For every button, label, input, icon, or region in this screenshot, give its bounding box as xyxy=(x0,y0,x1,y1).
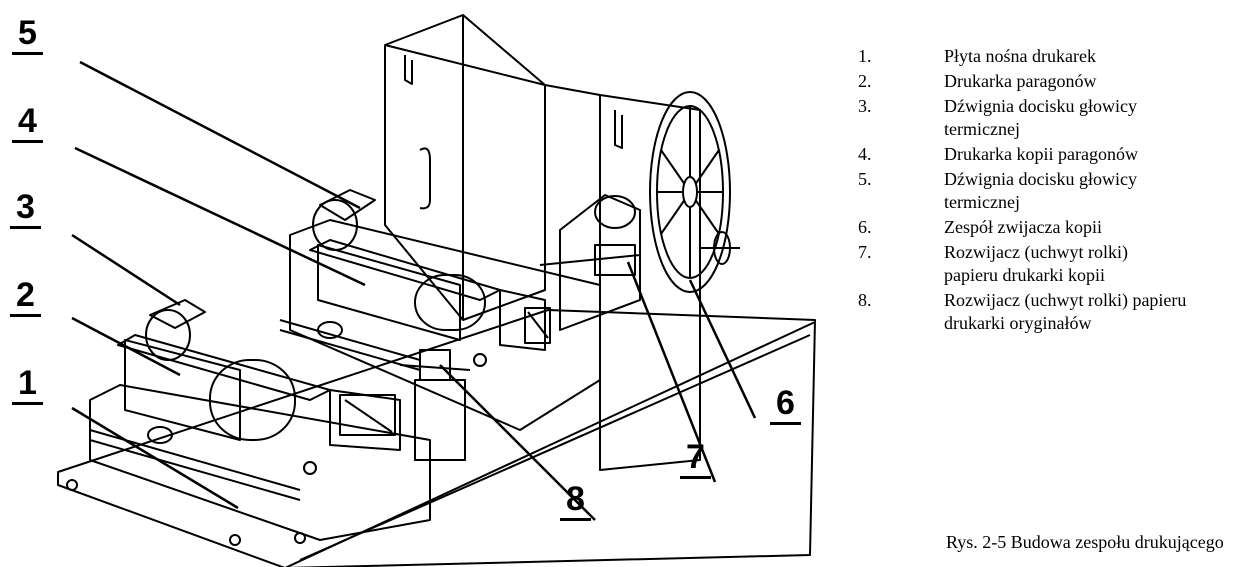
legend-text: Zespół zwijacza kopii xyxy=(944,217,1102,237)
callout-6: 6 xyxy=(770,386,801,425)
legend-number: 4. xyxy=(858,144,872,164)
leader-5 xyxy=(79,60,361,210)
callout-7: 7 xyxy=(680,440,711,479)
legend-item: 7. Rozwijacz (uchwyt rolki) papieru druka… xyxy=(858,240,1244,288)
figure-caption: Rys. 2-5 Budowa zespołu drukującego xyxy=(946,532,1224,552)
lever-5 xyxy=(319,189,376,221)
callout-8: 8 xyxy=(560,482,591,521)
legend-item: 2. Drukarka paragonów xyxy=(858,69,1244,94)
legend-number: 5. xyxy=(858,169,872,189)
roll-holder-7 xyxy=(539,244,641,276)
legend-item: 6. Zespół zwijacza kopii xyxy=(858,215,1244,240)
legend-text: Drukarka paragonów xyxy=(944,71,1097,91)
leader-4 xyxy=(74,146,366,287)
legend-item: 3. Dźwignia docisku głowicy termicznej xyxy=(858,94,1244,142)
callout-5: 5 xyxy=(12,16,43,55)
legend-text: Drukarka kopii paragonów xyxy=(944,144,1138,164)
legend-item: 5. Dźwignia docisku głowicy termicznej xyxy=(858,167,1244,215)
legend-number: 3. xyxy=(858,96,872,116)
lever-3 xyxy=(149,299,206,329)
leader-6 xyxy=(688,279,757,419)
legend-item: 1. Płyta nośna drukarek xyxy=(858,44,1244,69)
leader-2 xyxy=(71,316,181,377)
copy-printer xyxy=(279,219,601,431)
roll-holder-8 xyxy=(399,349,471,381)
legend-text: Dźwignia docisku głowicy termicznej xyxy=(944,169,1137,212)
legend-number: 6. xyxy=(858,217,872,237)
legend-number: 2. xyxy=(858,71,872,91)
callout-3: 3 xyxy=(10,190,41,229)
legend-text: Płyta nośna drukarek xyxy=(944,46,1096,66)
leader-8 xyxy=(439,364,596,521)
callout-4: 4 xyxy=(12,104,43,143)
legend-number: 8. xyxy=(858,290,872,310)
legend-text: Rozwijacz (uchwyt rolki) papieru drukark… xyxy=(944,242,1128,285)
callout-2: 2 xyxy=(10,278,41,317)
legend-number: 7. xyxy=(858,242,872,262)
legend-text: Rozwijacz (uchwyt rolki) papieru drukark… xyxy=(944,290,1187,333)
legend-number: 1. xyxy=(858,46,872,66)
parts-legend: 1. Płyta nośna drukarek 2. Drukarka parago… xyxy=(858,44,1244,336)
leader-3 xyxy=(71,233,181,307)
base-plate xyxy=(57,309,816,567)
leader-7 xyxy=(626,261,717,483)
tower xyxy=(384,14,546,321)
leader-1 xyxy=(71,406,239,510)
callout-1: 1 xyxy=(12,366,43,405)
winder-gear xyxy=(649,91,740,293)
legend-text: Dźwignia docisku głowicy termicznej xyxy=(944,96,1137,139)
legend-item: 8. Rozwijacz (uchwyt rolki) papieru druka… xyxy=(858,288,1244,336)
legend-item: 4. Drukarka kopii paragonów xyxy=(858,142,1244,167)
